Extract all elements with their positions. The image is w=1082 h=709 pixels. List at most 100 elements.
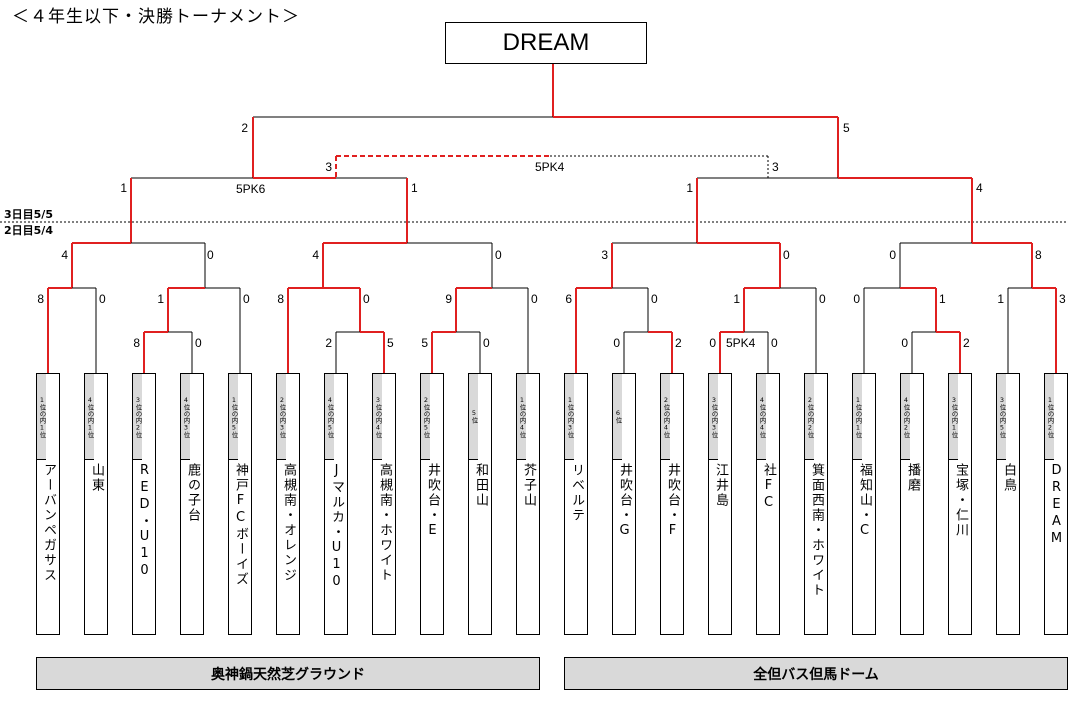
team-name: DREAM xyxy=(1049,463,1064,548)
score-r16-8: 8 xyxy=(1035,248,1042,262)
team-box: 3位の内5位 白鳥 xyxy=(996,373,1020,635)
score-r16-4: 0 xyxy=(495,248,502,262)
team-box: 2位の内5位 井吹台・E xyxy=(420,373,444,635)
score-r16-3: 4 xyxy=(312,248,319,262)
team-name: リベルテ xyxy=(569,463,584,523)
score-r32-5: 8 xyxy=(277,292,284,306)
team-box: 2位の内2位 箕面西南・ホワイト xyxy=(804,373,828,635)
team-rank: 2位の内3位 xyxy=(277,374,286,460)
team-rank: 4位の内5位 xyxy=(325,374,334,460)
score-r16-2: 0 xyxy=(207,248,214,262)
team-rank: 3位の内5位 xyxy=(997,374,1006,460)
team-name: 播磨 xyxy=(905,463,920,493)
score-sf-right: 3 xyxy=(772,160,779,174)
team-name: 宝塚・仁川 xyxy=(953,463,968,538)
team-name: 白鳥 xyxy=(1001,463,1016,493)
score-r32-1: 8 xyxy=(37,292,44,306)
team-rank: 1位の内2位 xyxy=(1045,374,1054,460)
team-name: Jマルカ・U10 xyxy=(329,463,344,591)
team-rank: 2位の内4位 xyxy=(661,374,670,460)
score-qf1-pk: 5PK6 xyxy=(236,182,266,196)
score-r64-9: 0 xyxy=(709,336,716,350)
score-sf-left: 3 xyxy=(325,160,332,174)
score-r32-14: 1 xyxy=(939,292,946,306)
score-r64-10: 0 xyxy=(771,336,778,350)
team-box: 4位の内3位 鹿の子台 xyxy=(180,373,204,635)
page-title: ＜４年生以下・決勝トーナメント＞ xyxy=(12,7,300,27)
team-box: 1位の内4位 芥子山 xyxy=(516,373,540,635)
team-name: 高槻南・ホワイト xyxy=(377,463,392,583)
team-rank: 4位の内3位 xyxy=(181,374,190,460)
team-name: 福知山・C xyxy=(857,463,872,540)
team-rank: 1位の内1位 xyxy=(853,374,862,460)
score-r64-4: 5 xyxy=(387,336,394,350)
score-r32-16: 3 xyxy=(1059,292,1066,306)
team-box: 3位の内1位 宝塚・仁川 xyxy=(948,373,972,635)
team-box: 3位の内4位 高槻南・ホワイト xyxy=(372,373,396,635)
day2-label: 2日目5/4 xyxy=(4,224,53,237)
team-rank: 3位の内1位 xyxy=(949,374,958,460)
team-box: 5位 和田山 xyxy=(468,373,492,635)
score-r64-8: 2 xyxy=(675,336,682,350)
round16-connectors xyxy=(71,242,1033,288)
score-r64-11: 0 xyxy=(901,336,908,350)
day3-label: 3日目5/5 xyxy=(4,208,53,221)
score-r64-pk: 5PK4 xyxy=(726,336,756,350)
score-r64-12: 2 xyxy=(963,336,970,350)
team-rank: 2位の内5位 xyxy=(421,374,430,460)
score-r16-1: 4 xyxy=(61,248,68,262)
team-rank: 1位の内3位 xyxy=(565,374,574,460)
team-name: 鹿の子台 xyxy=(185,463,200,523)
score-r64-1: 8 xyxy=(133,336,140,350)
score-r16-6: 0 xyxy=(783,248,790,262)
team-box: 3位の内2位 RED・U10 xyxy=(132,373,156,635)
score-r32-9: 6 xyxy=(565,292,572,306)
score-r64-7: 0 xyxy=(613,336,620,350)
score-r64-3: 2 xyxy=(325,336,332,350)
team-rank: 3位の内3位 xyxy=(709,374,718,460)
team-box: 4位の内4位 社FC xyxy=(756,373,780,635)
semifinal-left-connector xyxy=(130,155,769,243)
team-rank: 6位 xyxy=(613,374,622,460)
score-r32-3: 1 xyxy=(157,292,164,306)
team-name: 井吹台・G xyxy=(617,463,632,540)
round64-connectors xyxy=(143,331,961,373)
team-name: 江井島 xyxy=(713,463,728,508)
team-box: 3位の内3位 江井島 xyxy=(708,373,732,635)
team-rank: 3位の内4位 xyxy=(373,374,382,460)
team-name: 芥子山 xyxy=(521,463,536,508)
venue-left: 奥神鍋天然芝グラウンド xyxy=(36,657,540,690)
score-qf1-right: 1 xyxy=(411,181,418,195)
team-rank: 5位 xyxy=(469,374,478,460)
team-rank: 4位の内4位 xyxy=(757,374,766,460)
team-box: 4位の内5位 Jマルカ・U10 xyxy=(324,373,348,635)
team-box: 1位の内2位 DREAM xyxy=(1044,373,1068,635)
team-box: 1位の内5位 神戸FCボーイズ xyxy=(228,373,252,635)
team-rank: 1位の内4位 xyxy=(517,374,526,460)
team-box: 1位の内1位 アーバンペガサス xyxy=(36,373,60,635)
final-connector xyxy=(252,64,839,178)
team-box: 4位の内1位 山東 xyxy=(84,373,108,635)
team-name: 井吹台・E xyxy=(425,463,440,540)
team-rank: 4位の内2位 xyxy=(901,374,910,460)
team-name: 山東 xyxy=(89,463,104,493)
team-box: 1位の内3位 リベルテ xyxy=(564,373,588,635)
semifinal-right-connector xyxy=(696,177,973,243)
team-name: 神戸FCボーイズ xyxy=(233,463,248,587)
team-name: 社FC xyxy=(761,463,776,512)
score-r32-12: 0 xyxy=(819,292,826,306)
team-rank: 3位の内2位 xyxy=(133,374,142,460)
score-qf2-right: 4 xyxy=(976,181,983,195)
venue-right: 全但バス但馬ドーム xyxy=(564,657,1068,690)
team-name: 箕面西南・ホワイト xyxy=(809,463,824,598)
team-box: 4位の内2位 播磨 xyxy=(900,373,924,635)
score-r32-4: 0 xyxy=(243,292,250,306)
team-name: 和田山 xyxy=(473,463,488,508)
score-r32-10: 0 xyxy=(651,292,658,306)
champion-box: DREAM xyxy=(445,22,647,64)
score-r16-7: 0 xyxy=(889,248,896,262)
score-qf2-left: 1 xyxy=(686,181,693,195)
score-final-left: 2 xyxy=(241,121,248,135)
round32-connectors xyxy=(47,287,1057,373)
